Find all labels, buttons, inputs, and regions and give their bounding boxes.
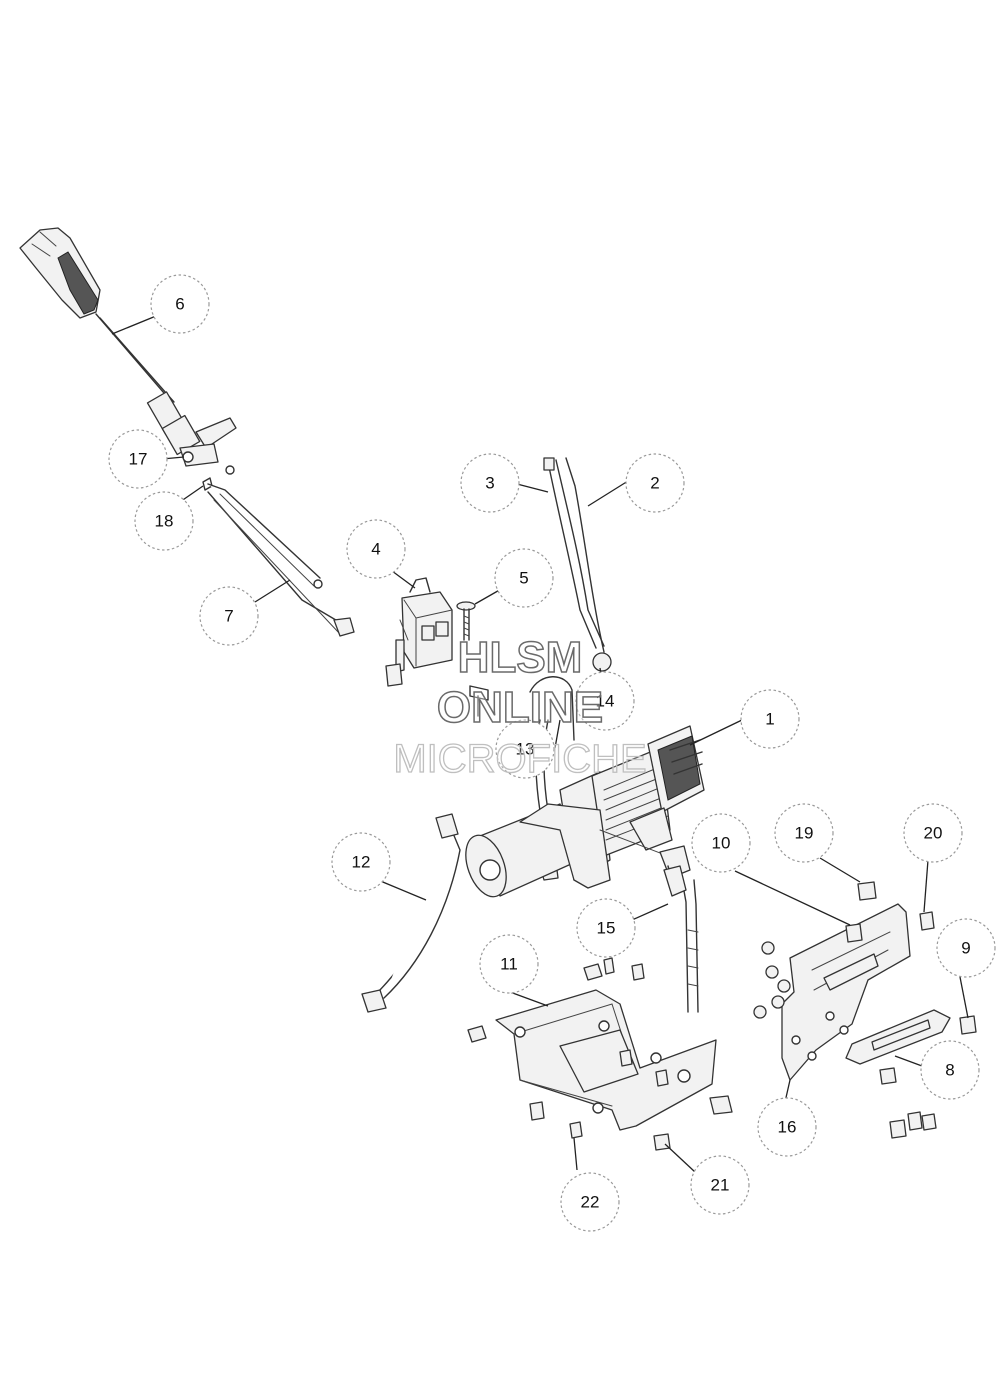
callout-12: 12 xyxy=(331,832,391,892)
callout-label-18: 18 xyxy=(155,512,174,531)
watermark-line-3: MICROFICHE xyxy=(393,737,646,781)
callout-label-21: 21 xyxy=(711,1176,730,1195)
callout-label-10: 10 xyxy=(712,834,731,853)
callout-label-16: 16 xyxy=(778,1118,797,1137)
callout-6: 6 xyxy=(150,274,210,334)
callout-19: 19 xyxy=(774,803,834,863)
winch-assembly-part xyxy=(465,725,705,898)
callout-label-8: 8 xyxy=(945,1061,954,1080)
contactor-box-part xyxy=(385,577,453,687)
callout-label-14: 14 xyxy=(596,692,615,711)
callout-label-13: 13 xyxy=(516,740,535,759)
cable-12-part xyxy=(361,813,461,1013)
callout-3: 3 xyxy=(460,453,520,513)
mounting-plate-part xyxy=(467,957,733,1151)
remote-control-part xyxy=(19,227,237,475)
callout-label-22: 22 xyxy=(581,1193,600,1212)
callout-18: 18 xyxy=(134,491,194,551)
callout-8: 8 xyxy=(920,1040,980,1100)
callout-2: 2 xyxy=(625,453,685,513)
callout-label-3: 3 xyxy=(485,474,494,493)
callout-label-12: 12 xyxy=(352,853,371,872)
callout-label-6: 6 xyxy=(175,295,184,314)
watermark-line-2: ONLINE xyxy=(437,683,603,732)
callout-11: 11 xyxy=(479,934,539,994)
callout-label-4: 4 xyxy=(371,540,380,559)
battery-cables-part xyxy=(543,457,612,672)
callout-15: 15 xyxy=(576,898,636,958)
harness-cable-7-part xyxy=(207,483,355,637)
callout-label-11: 11 xyxy=(500,955,518,974)
callout-13: 13 xyxy=(495,719,555,779)
callout-14: 14 xyxy=(575,671,635,731)
callout-label-1: 1 xyxy=(765,710,774,729)
callout-5: 5 xyxy=(494,548,554,608)
callout-10: 10 xyxy=(691,813,751,873)
watermark-line-1: HLSM xyxy=(458,633,583,682)
callout-21: 21 xyxy=(690,1155,750,1215)
callout-label-2: 2 xyxy=(650,474,659,493)
callout-7: 7 xyxy=(199,586,259,646)
callout-label-20: 20 xyxy=(924,824,943,843)
callout-9: 9 xyxy=(936,918,996,978)
callout-22: 22 xyxy=(560,1172,620,1232)
callout-16: 16 xyxy=(757,1097,817,1157)
callout-1: 1 xyxy=(740,689,800,749)
callout-label-17: 17 xyxy=(129,450,148,469)
fairlead-bracket-part xyxy=(753,881,977,1139)
rope-hook-part xyxy=(663,865,699,1013)
callout-label-15: 15 xyxy=(597,919,616,938)
callout-20: 20 xyxy=(903,803,963,863)
bolt-5-part xyxy=(456,601,476,641)
callout-4: 4 xyxy=(346,519,406,579)
callout-label-19: 19 xyxy=(795,824,814,843)
callout-17: 17 xyxy=(108,429,168,489)
callout-label-7: 7 xyxy=(224,607,233,626)
watermark: HLSM ONLINE MICROFICHE xyxy=(393,632,648,781)
callout-label-5: 5 xyxy=(519,569,528,588)
callout-label-9: 9 xyxy=(961,939,970,958)
